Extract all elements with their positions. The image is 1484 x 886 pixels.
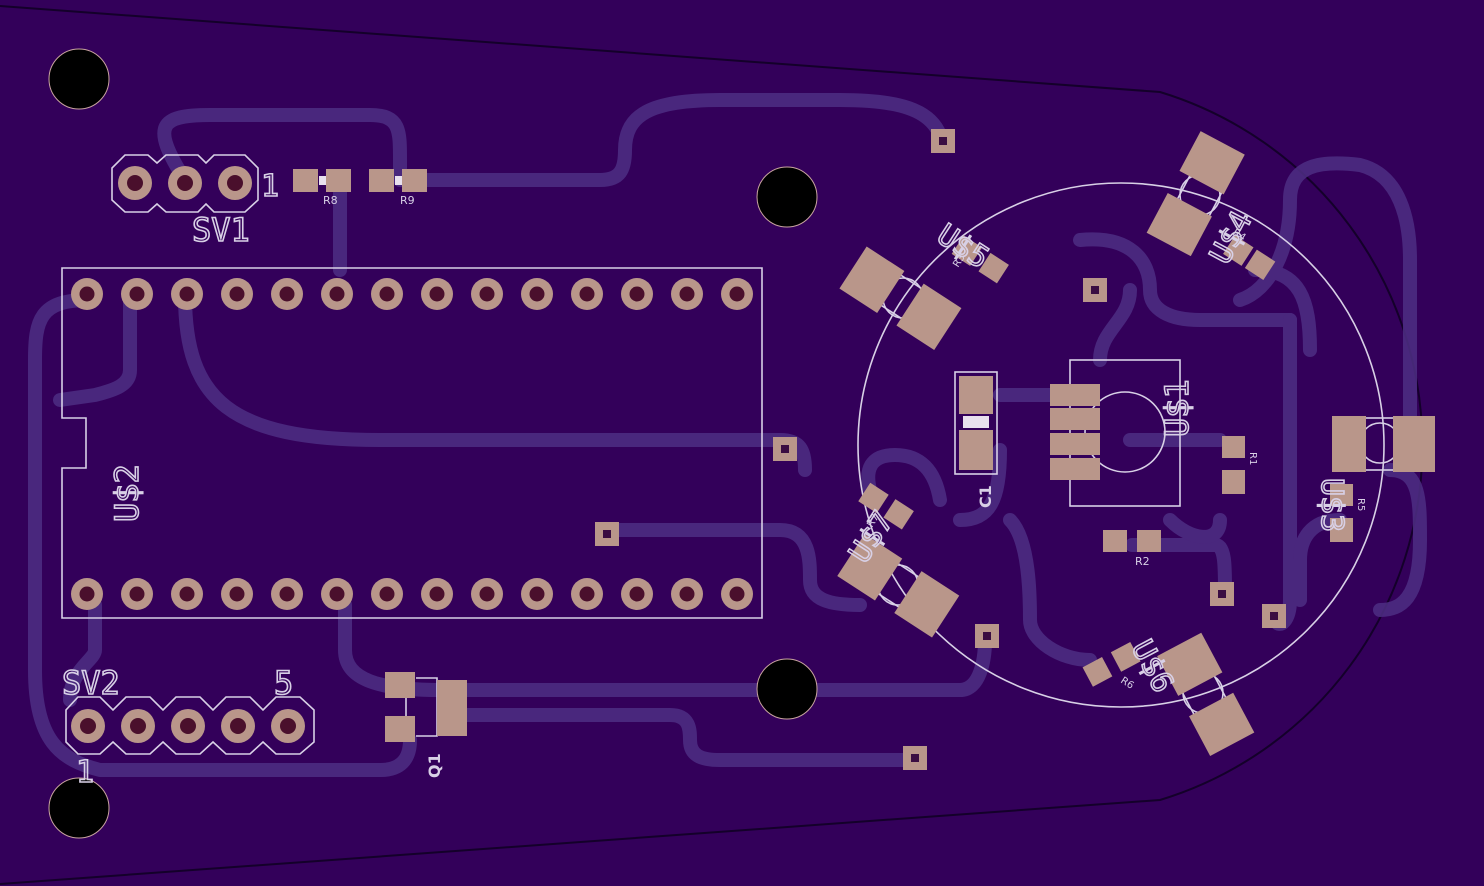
arduino-pin-drill xyxy=(379,286,395,302)
u1-pad xyxy=(1050,458,1100,480)
copper-traces xyxy=(28,93,1427,777)
u1-pad xyxy=(1050,384,1100,406)
u1-pad xyxy=(1050,408,1100,430)
q1-pad xyxy=(385,672,415,698)
mounting-hole xyxy=(756,658,818,720)
mounting-hole xyxy=(756,166,818,228)
r2-pad xyxy=(1103,530,1127,552)
u1-pad xyxy=(1050,433,1100,455)
label-u1: U$1 xyxy=(1158,379,1196,437)
arduino-pin-drill xyxy=(229,586,245,602)
arduino-pin-drill xyxy=(579,586,595,602)
r9-pad xyxy=(369,169,394,192)
label-sv2: SV2 xyxy=(62,664,120,702)
label-sv1: SV1 xyxy=(192,211,250,249)
arduino-pin-drill xyxy=(729,286,745,302)
r2-pad xyxy=(1137,530,1161,552)
arduino-pin-drill xyxy=(529,286,545,302)
arduino-pin-drill xyxy=(629,286,645,302)
label-c1: C1 xyxy=(976,485,995,508)
u1-lens-outline xyxy=(1084,391,1166,473)
label-sv2-pin1: 1 xyxy=(76,755,94,790)
arduino-pin-drill xyxy=(579,286,595,302)
via xyxy=(773,437,797,461)
via xyxy=(975,624,999,648)
arduino-pin-drill xyxy=(479,286,495,302)
r9-pad xyxy=(402,169,427,192)
q1-pad xyxy=(437,680,467,736)
mounting-hole xyxy=(48,48,110,110)
arduino-pin-drill xyxy=(179,586,195,602)
arduino-pin-drill xyxy=(479,586,495,602)
arduino-outline xyxy=(61,267,763,619)
arduino-pin-drill xyxy=(79,586,95,602)
arduino-pin-drill xyxy=(529,586,545,602)
arduino-pin-drill xyxy=(729,586,745,602)
c1-pad xyxy=(959,430,993,470)
arduino-pin-rows xyxy=(71,278,753,610)
via xyxy=(1083,278,1107,302)
r1-pad xyxy=(1222,470,1245,494)
arduino-pin-drill xyxy=(279,586,295,602)
vias xyxy=(595,129,1286,770)
arduino-pin-drill xyxy=(279,286,295,302)
r8-pad xyxy=(293,169,318,192)
label-r8: R8 xyxy=(323,194,338,207)
arduino-pin-drill xyxy=(679,286,695,302)
ring-outline xyxy=(857,182,1385,708)
label-sv2-pin5: 5 xyxy=(274,664,293,702)
arduino-pin-drill xyxy=(429,286,445,302)
sv2-outline xyxy=(65,696,315,755)
label-r5: R5 xyxy=(1355,498,1366,511)
c1-pad xyxy=(959,376,993,414)
label-r1: R1 xyxy=(1247,452,1258,465)
arduino-pin-drill xyxy=(629,586,645,602)
label-r2: R2 xyxy=(1135,555,1150,568)
arduino-pin-drill xyxy=(129,286,145,302)
smd-pads xyxy=(293,131,1435,756)
label-u2: U$2 xyxy=(108,464,146,522)
arduino-pin-drill xyxy=(379,586,395,602)
r5-pad xyxy=(1330,484,1353,506)
mounting-hole xyxy=(48,777,110,839)
via xyxy=(931,129,955,153)
mounting-holes xyxy=(48,48,818,839)
q1-pad xyxy=(385,716,415,742)
r1-pad xyxy=(1222,436,1245,458)
sv1-outline xyxy=(111,154,259,213)
via xyxy=(903,746,927,770)
arduino-pin-drill xyxy=(679,586,695,602)
arduino-pin-drill xyxy=(79,286,95,302)
via xyxy=(1262,604,1286,628)
arduino-pin-drill xyxy=(329,586,345,602)
arduino-pin-drill xyxy=(179,286,195,302)
label-r9: R9 xyxy=(400,194,415,207)
label-sv1-pin1: 1 xyxy=(261,169,279,204)
via xyxy=(1210,582,1234,606)
label-q1: Q1 xyxy=(425,753,444,778)
via xyxy=(595,522,619,546)
label-u3: U$3 xyxy=(1314,478,1349,532)
arduino-pin-drill xyxy=(229,286,245,302)
r5-pad xyxy=(1330,518,1353,542)
arduino-pin-drill xyxy=(429,586,445,602)
arduino-pin-drill xyxy=(329,286,345,302)
arduino-pin-drill xyxy=(129,586,145,602)
c1-outline xyxy=(954,371,998,475)
r8-pad xyxy=(326,169,351,192)
